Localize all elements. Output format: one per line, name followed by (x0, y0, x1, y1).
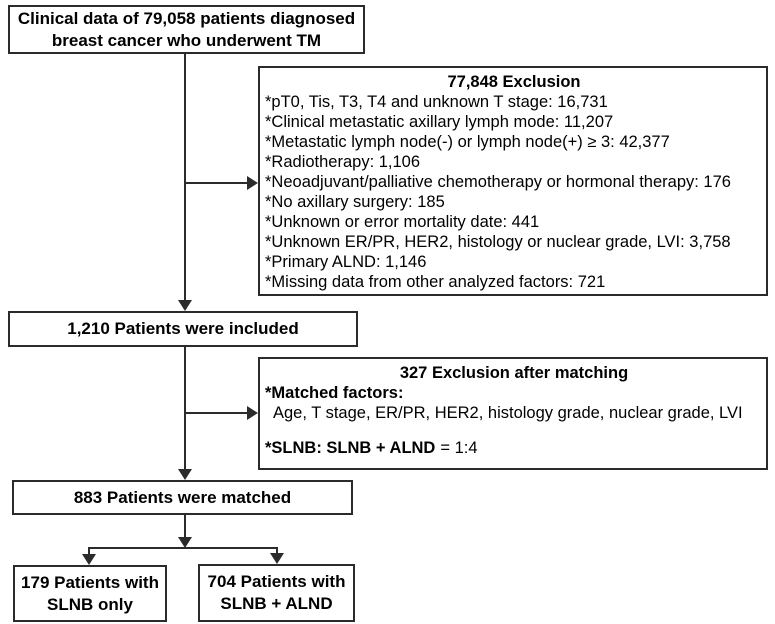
ratio-line: *SLNB: SLNB + ALND= 1:4 (265, 438, 763, 458)
ratio-label: *SLNB: SLNB + ALND (265, 439, 436, 457)
included-box: 1,210 Patients were included (8, 311, 358, 347)
exclusion-item: *Unknown or error mortality date: 441 (265, 213, 540, 231)
connector-top-to-included (184, 54, 186, 300)
exclusion-item: *Unknown ER/PR, HER2, histology or nucle… (265, 233, 731, 251)
ratio-value: = 1:4 (440, 439, 478, 457)
matched-box: 883 Patients were matched (12, 480, 353, 515)
arrow-down-icon (178, 469, 192, 480)
connector-split-left (88, 547, 90, 555)
exclusion-title: 77,848 Exclusion (447, 73, 581, 91)
slnb-only-line2: SLNB only (47, 594, 133, 614)
exclusion-item: *pT0, Tis, T3, T4 and unknown T stage: 1… (265, 93, 608, 111)
arrow-down-icon (178, 300, 192, 311)
clinical-data-line2: breast cancer who underwent TM (51, 30, 322, 50)
matched-label: 883 Patients were matched (73, 487, 292, 507)
matching-exclusion-box: 327 Exclusion after matching *Matched fa… (258, 357, 768, 470)
spacer (265, 423, 763, 438)
arrow-right-icon (247, 176, 258, 190)
arrow-right-icon (247, 406, 258, 420)
connector-included-to-matched (184, 347, 186, 469)
connector-branch-exclusion (186, 182, 247, 184)
clinical-data-line1: Clinical data of 79,058 patients diagnos… (17, 8, 356, 28)
exclusion-item: *Radiotherapy: 1,106 (265, 153, 421, 171)
exclusion-box: 77,848 Exclusion *pT0, Tis, T3, T4 and u… (258, 66, 768, 296)
slnb-alnd-line1: 704 Patients with (207, 572, 346, 591)
arrow-down-icon (82, 554, 96, 565)
slnb-only-line1: 179 Patients with (21, 572, 159, 592)
matched-factors-value: Age, T stage, ER/PR, HER2, histology gra… (273, 404, 743, 422)
slnb-alnd-line2: SLNB + ALND (220, 594, 333, 613)
exclusion-item: *Clinical metastatic axillary lymph mode… (265, 113, 614, 131)
slnb-only-box: 179 Patients with SLNB only (13, 565, 167, 622)
slnb-alnd-box: 704 Patients with SLNB + ALND (198, 564, 355, 622)
included-label: 1,210 Patients were included (67, 319, 299, 338)
matched-factors-label: *Matched factors: (265, 384, 404, 402)
exclusion-item: *No axillary surgery: 185 (265, 193, 445, 211)
clinical-data-box: Clinical data of 79,058 patients diagnos… (8, 5, 365, 54)
connector-split-right (276, 547, 278, 555)
matching-exclusion-title: 327 Exclusion after matching (399, 364, 629, 382)
arrow-down-icon (270, 553, 284, 564)
exclusion-item: *Neoadjuvant/palliative chemotherapy or … (265, 173, 731, 191)
connector-matched-to-split (184, 515, 186, 538)
exclusion-item: *Primary ALND: 1,146 (265, 253, 427, 271)
connector-branch-matching-exclusion (186, 412, 247, 414)
connector-split-horizontal (88, 547, 278, 549)
exclusion-item: *Metastatic lymph node(-) or lymph node(… (265, 133, 670, 151)
exclusion-item: *Missing data from other analyzed factor… (265, 273, 606, 291)
arrow-down-icon (178, 537, 192, 548)
